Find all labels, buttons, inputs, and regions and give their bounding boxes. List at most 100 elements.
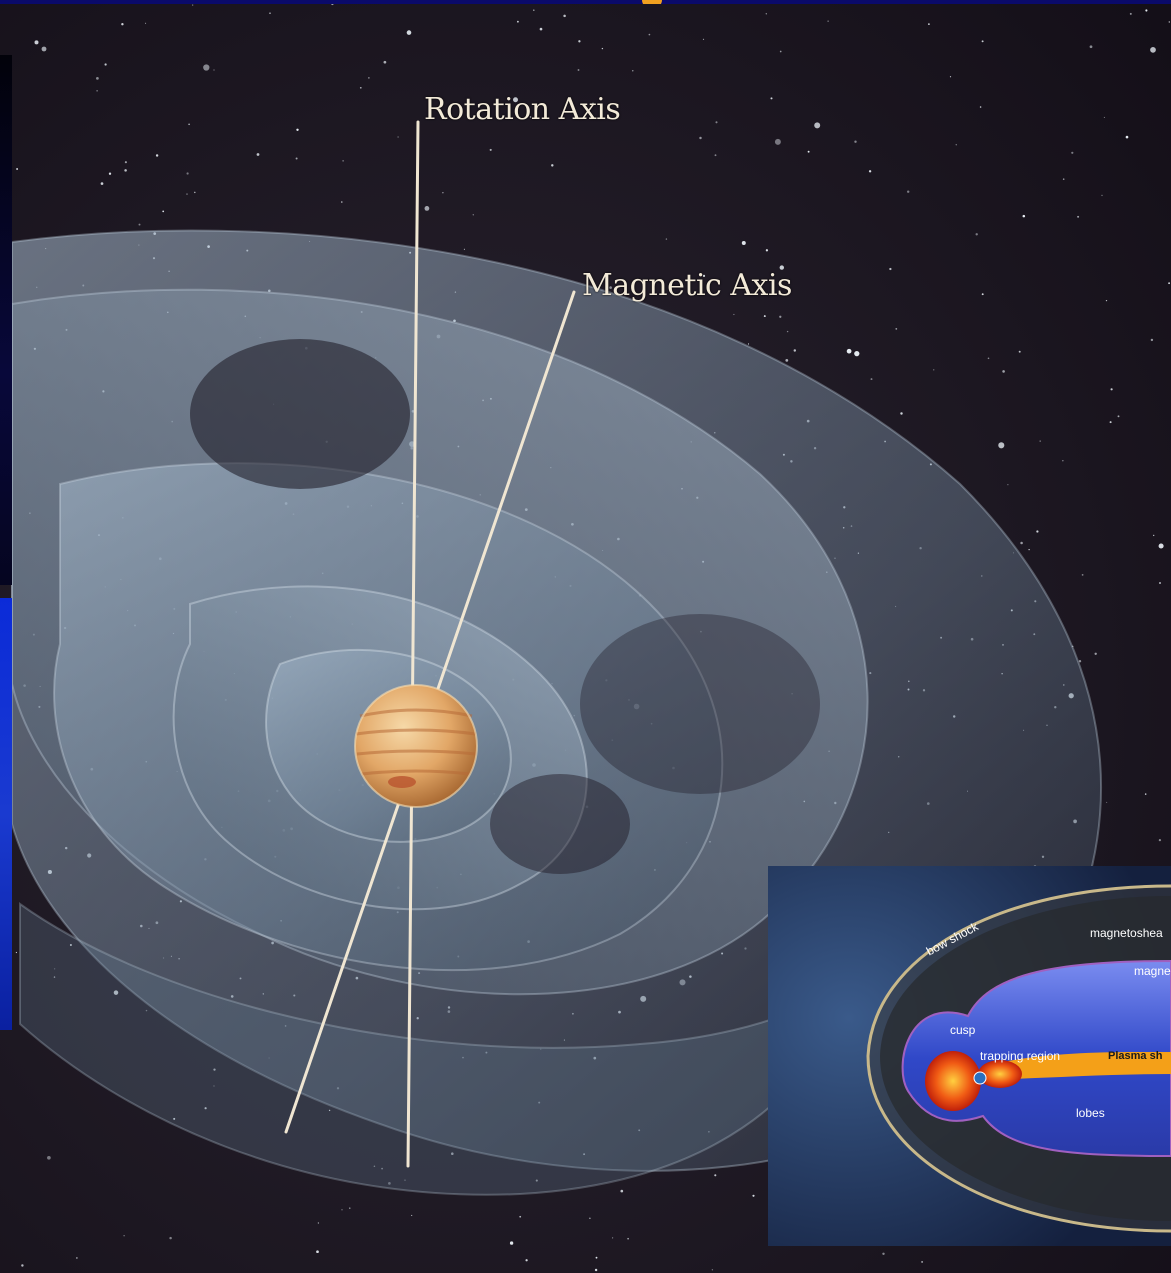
- star: [1117, 415, 1120, 418]
- star: [578, 40, 581, 43]
- star: [589, 1217, 591, 1220]
- star: [269, 12, 271, 14]
- star: [1168, 282, 1170, 285]
- star: [463, 248, 465, 250]
- star: [702, 38, 705, 41]
- star: [763, 315, 766, 318]
- star: [612, 1237, 614, 1239]
- star: [188, 123, 190, 126]
- star: [870, 378, 873, 381]
- star: [1158, 543, 1164, 549]
- star: [138, 223, 141, 226]
- star: [620, 1189, 624, 1193]
- star: [513, 97, 518, 103]
- star: [145, 22, 147, 24]
- star: [1020, 541, 1023, 545]
- star: [1077, 215, 1080, 218]
- star: [981, 293, 984, 296]
- star: [714, 1174, 717, 1177]
- star: [1158, 581, 1162, 585]
- star: [424, 206, 430, 211]
- star: [846, 348, 852, 354]
- star: [1062, 460, 1064, 462]
- star: [921, 1260, 924, 1263]
- star: [489, 148, 492, 151]
- star: [774, 138, 781, 145]
- star: [747, 343, 750, 345]
- star: [786, 330, 789, 333]
- star: [342, 160, 344, 162]
- star: [404, 1179, 406, 1181]
- star: [194, 191, 196, 194]
- star: [699, 136, 702, 140]
- magnetic-axis-label: Magnetic Axis: [582, 268, 792, 303]
- star: [256, 153, 260, 156]
- star: [1106, 801, 1108, 803]
- star: [1105, 299, 1108, 302]
- star: [601, 47, 604, 50]
- star: [41, 46, 47, 52]
- star: [779, 50, 782, 53]
- star: [1168, 21, 1171, 23]
- star: [1153, 534, 1155, 537]
- star: [955, 144, 957, 146]
- star: [594, 1268, 598, 1272]
- star: [69, 944, 72, 946]
- top-border-strip: [0, 0, 1171, 4]
- star: [981, 40, 984, 43]
- star: [535, 1179, 538, 1182]
- star: [1039, 440, 1041, 442]
- star: [472, 214, 474, 216]
- star: [341, 201, 343, 203]
- star: [1129, 12, 1132, 15]
- star: [765, 13, 767, 15]
- star: [1036, 530, 1039, 533]
- star: [124, 161, 127, 164]
- star: [1002, 370, 1005, 373]
- star: [15, 951, 17, 954]
- star: [444, 118, 446, 120]
- star: [96, 77, 99, 80]
- star: [100, 182, 104, 185]
- star: [1150, 338, 1154, 342]
- star: [349, 1207, 351, 1209]
- trapping-region-label: trapping region: [980, 1049, 1061, 1063]
- star: [76, 1257, 78, 1259]
- magnetosheath-label: magnetoshea: [1090, 926, 1163, 940]
- star: [451, 1152, 454, 1155]
- star: [519, 1215, 522, 1218]
- star: [854, 350, 860, 357]
- star: [779, 315, 782, 318]
- star: [987, 357, 990, 360]
- star: [1145, 9, 1148, 12]
- star: [96, 90, 98, 92]
- star: [648, 33, 651, 36]
- star: [928, 23, 930, 25]
- star: [854, 140, 857, 143]
- plasma-sheet-label: Plasma sh: [1108, 1050, 1163, 1062]
- star: [186, 193, 188, 195]
- star: [979, 106, 982, 108]
- star: [317, 1222, 320, 1224]
- star: [381, 1167, 383, 1170]
- star: [331, 4, 334, 6]
- star: [34, 40, 39, 45]
- star: [21, 1264, 24, 1267]
- star: [814, 122, 821, 129]
- star: [145, 1009, 148, 1012]
- star: [328, 1109, 331, 1112]
- star: [711, 1269, 714, 1271]
- star: [341, 1209, 343, 1211]
- star: [733, 313, 735, 316]
- star: [609, 286, 612, 289]
- star: [1144, 793, 1147, 795]
- star: [868, 170, 872, 173]
- star: [827, 20, 829, 22]
- star: [509, 1241, 514, 1245]
- star: [1071, 151, 1074, 154]
- star: [113, 990, 119, 995]
- star: [442, 191, 444, 194]
- star: [882, 1252, 885, 1256]
- star: [1022, 214, 1026, 218]
- star: [1028, 549, 1030, 551]
